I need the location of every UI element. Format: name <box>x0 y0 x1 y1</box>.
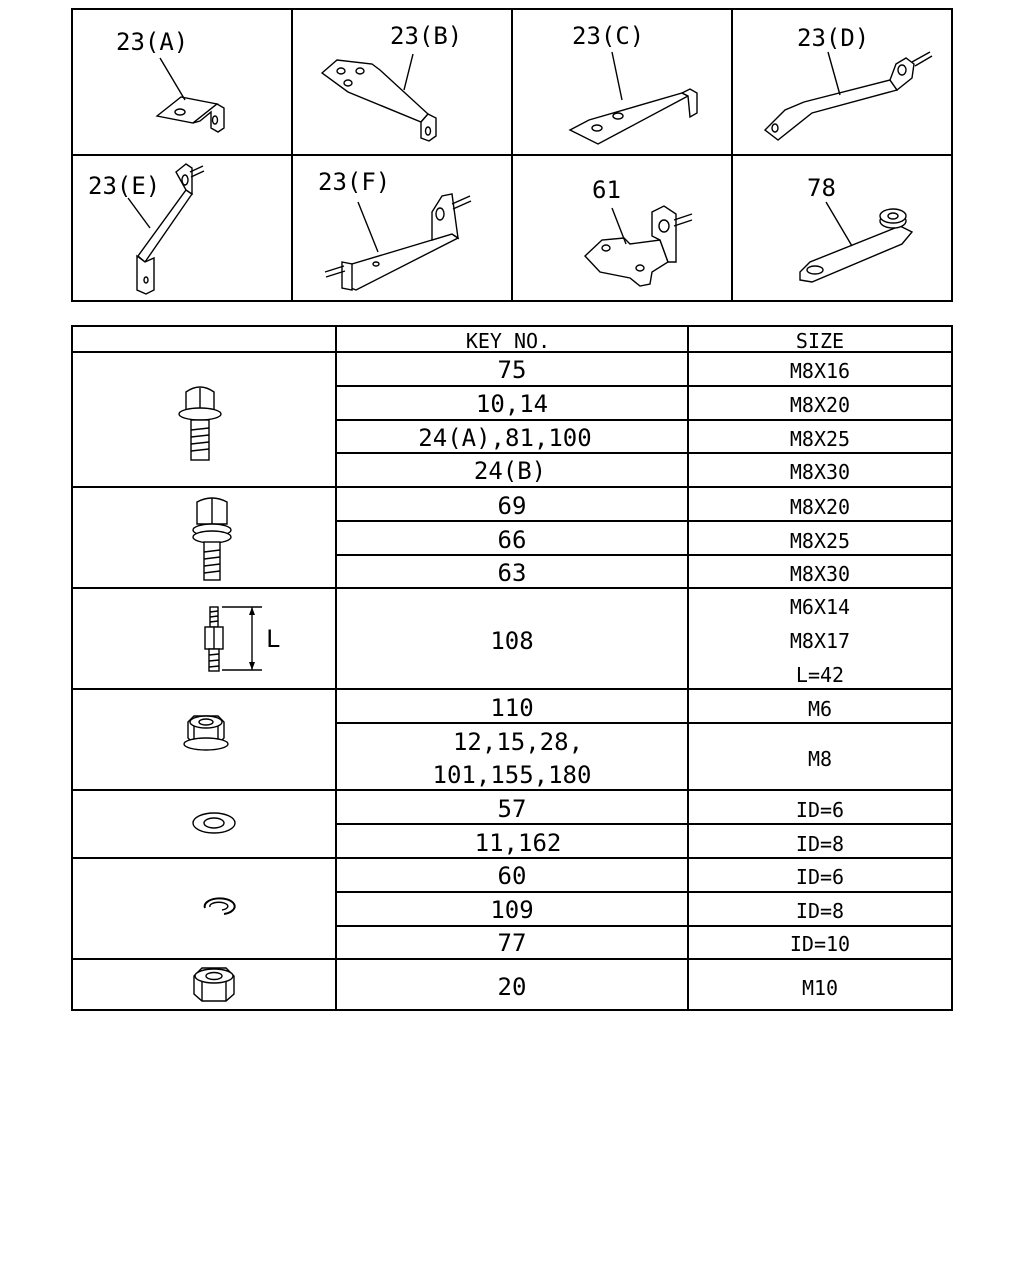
size-cell: M8 <box>808 747 832 771</box>
stud-bolt-icon <box>204 606 262 672</box>
size-cell: M8X25 <box>790 427 850 451</box>
header-size: SIZE <box>796 329 844 353</box>
parts-grid: 23(A) 23(B) 23(C) <box>71 8 953 302</box>
flange-nut-icon <box>183 715 229 751</box>
key-cell: 66 <box>498 526 527 554</box>
bracket-a-icon <box>155 57 225 133</box>
size-cell: M6X14 <box>790 595 850 619</box>
bracket-78-icon <box>799 201 914 283</box>
size-cell: ID=8 <box>796 832 844 856</box>
part-label: 23(E) <box>88 172 160 200</box>
part-label: 61 <box>592 176 621 204</box>
part-label: 23(A) <box>116 28 188 56</box>
key-cell: 20 <box>498 973 527 1001</box>
key-cell: 77 <box>498 929 527 957</box>
size-cell: ID=6 <box>796 798 844 822</box>
header-key-no: KEY NO. <box>466 329 550 353</box>
size-cell: ID=10 <box>790 932 850 956</box>
size-cell: M8X16 <box>790 359 850 383</box>
hex-nut-icon <box>193 967 235 1002</box>
key-cell: 75 <box>498 356 527 384</box>
size-cell: M6 <box>808 697 832 721</box>
size-cell: ID=6 <box>796 865 844 889</box>
size-cell: M8X30 <box>790 562 850 586</box>
flange-bolt-icon <box>178 386 222 461</box>
key-cell: 110 <box>490 694 533 722</box>
part-label: 78 <box>807 174 836 202</box>
key-cell: 69 <box>498 492 527 520</box>
bracket-e-icon <box>127 163 205 295</box>
bracket-f-icon <box>324 193 472 291</box>
key-cell: 109 <box>490 896 533 924</box>
size-cell: M8X20 <box>790 393 850 417</box>
clip-ring-icon <box>203 897 236 915</box>
key-cell: 12,15,28, <box>453 728 583 756</box>
key-cell: 60 <box>498 862 527 890</box>
key-cell: 10,14 <box>476 390 548 418</box>
size-cell: M8X20 <box>790 495 850 519</box>
size-cell: L=42 <box>796 663 844 687</box>
plain-washer-icon <box>192 812 236 834</box>
part-label: 23(C) <box>572 22 644 50</box>
part-label: 23(B) <box>390 22 462 50</box>
size-cell: M8X30 <box>790 460 850 484</box>
key-cell: 57 <box>498 795 527 823</box>
bracket-d-icon <box>763 51 933 141</box>
dimension-label: L <box>266 625 280 653</box>
size-cell: M8X25 <box>790 529 850 553</box>
part-label: 23(F) <box>318 168 390 196</box>
key-cell: 24(B) <box>474 457 546 485</box>
table-border <box>71 325 953 1011</box>
bracket-c-icon <box>568 51 698 145</box>
key-cell: 11,162 <box>475 829 562 857</box>
fastener-table: KEY NO. SIZE 75 M8X16 10,14 M8X20 24(A),… <box>71 325 953 1011</box>
part-label: 23(D) <box>797 24 869 52</box>
washer-bolt-icon <box>192 497 232 581</box>
bracket-61-icon <box>584 205 693 287</box>
key-cell: 101,155,180 <box>433 761 592 789</box>
key-cell: 108 <box>490 627 533 655</box>
size-cell: M8X17 <box>790 629 850 653</box>
size-cell: M10 <box>802 976 838 1000</box>
size-cell: ID=8 <box>796 899 844 923</box>
bracket-b-icon <box>320 53 437 142</box>
key-cell: 63 <box>498 559 527 587</box>
key-cell: 24(A),81,100 <box>418 424 591 452</box>
